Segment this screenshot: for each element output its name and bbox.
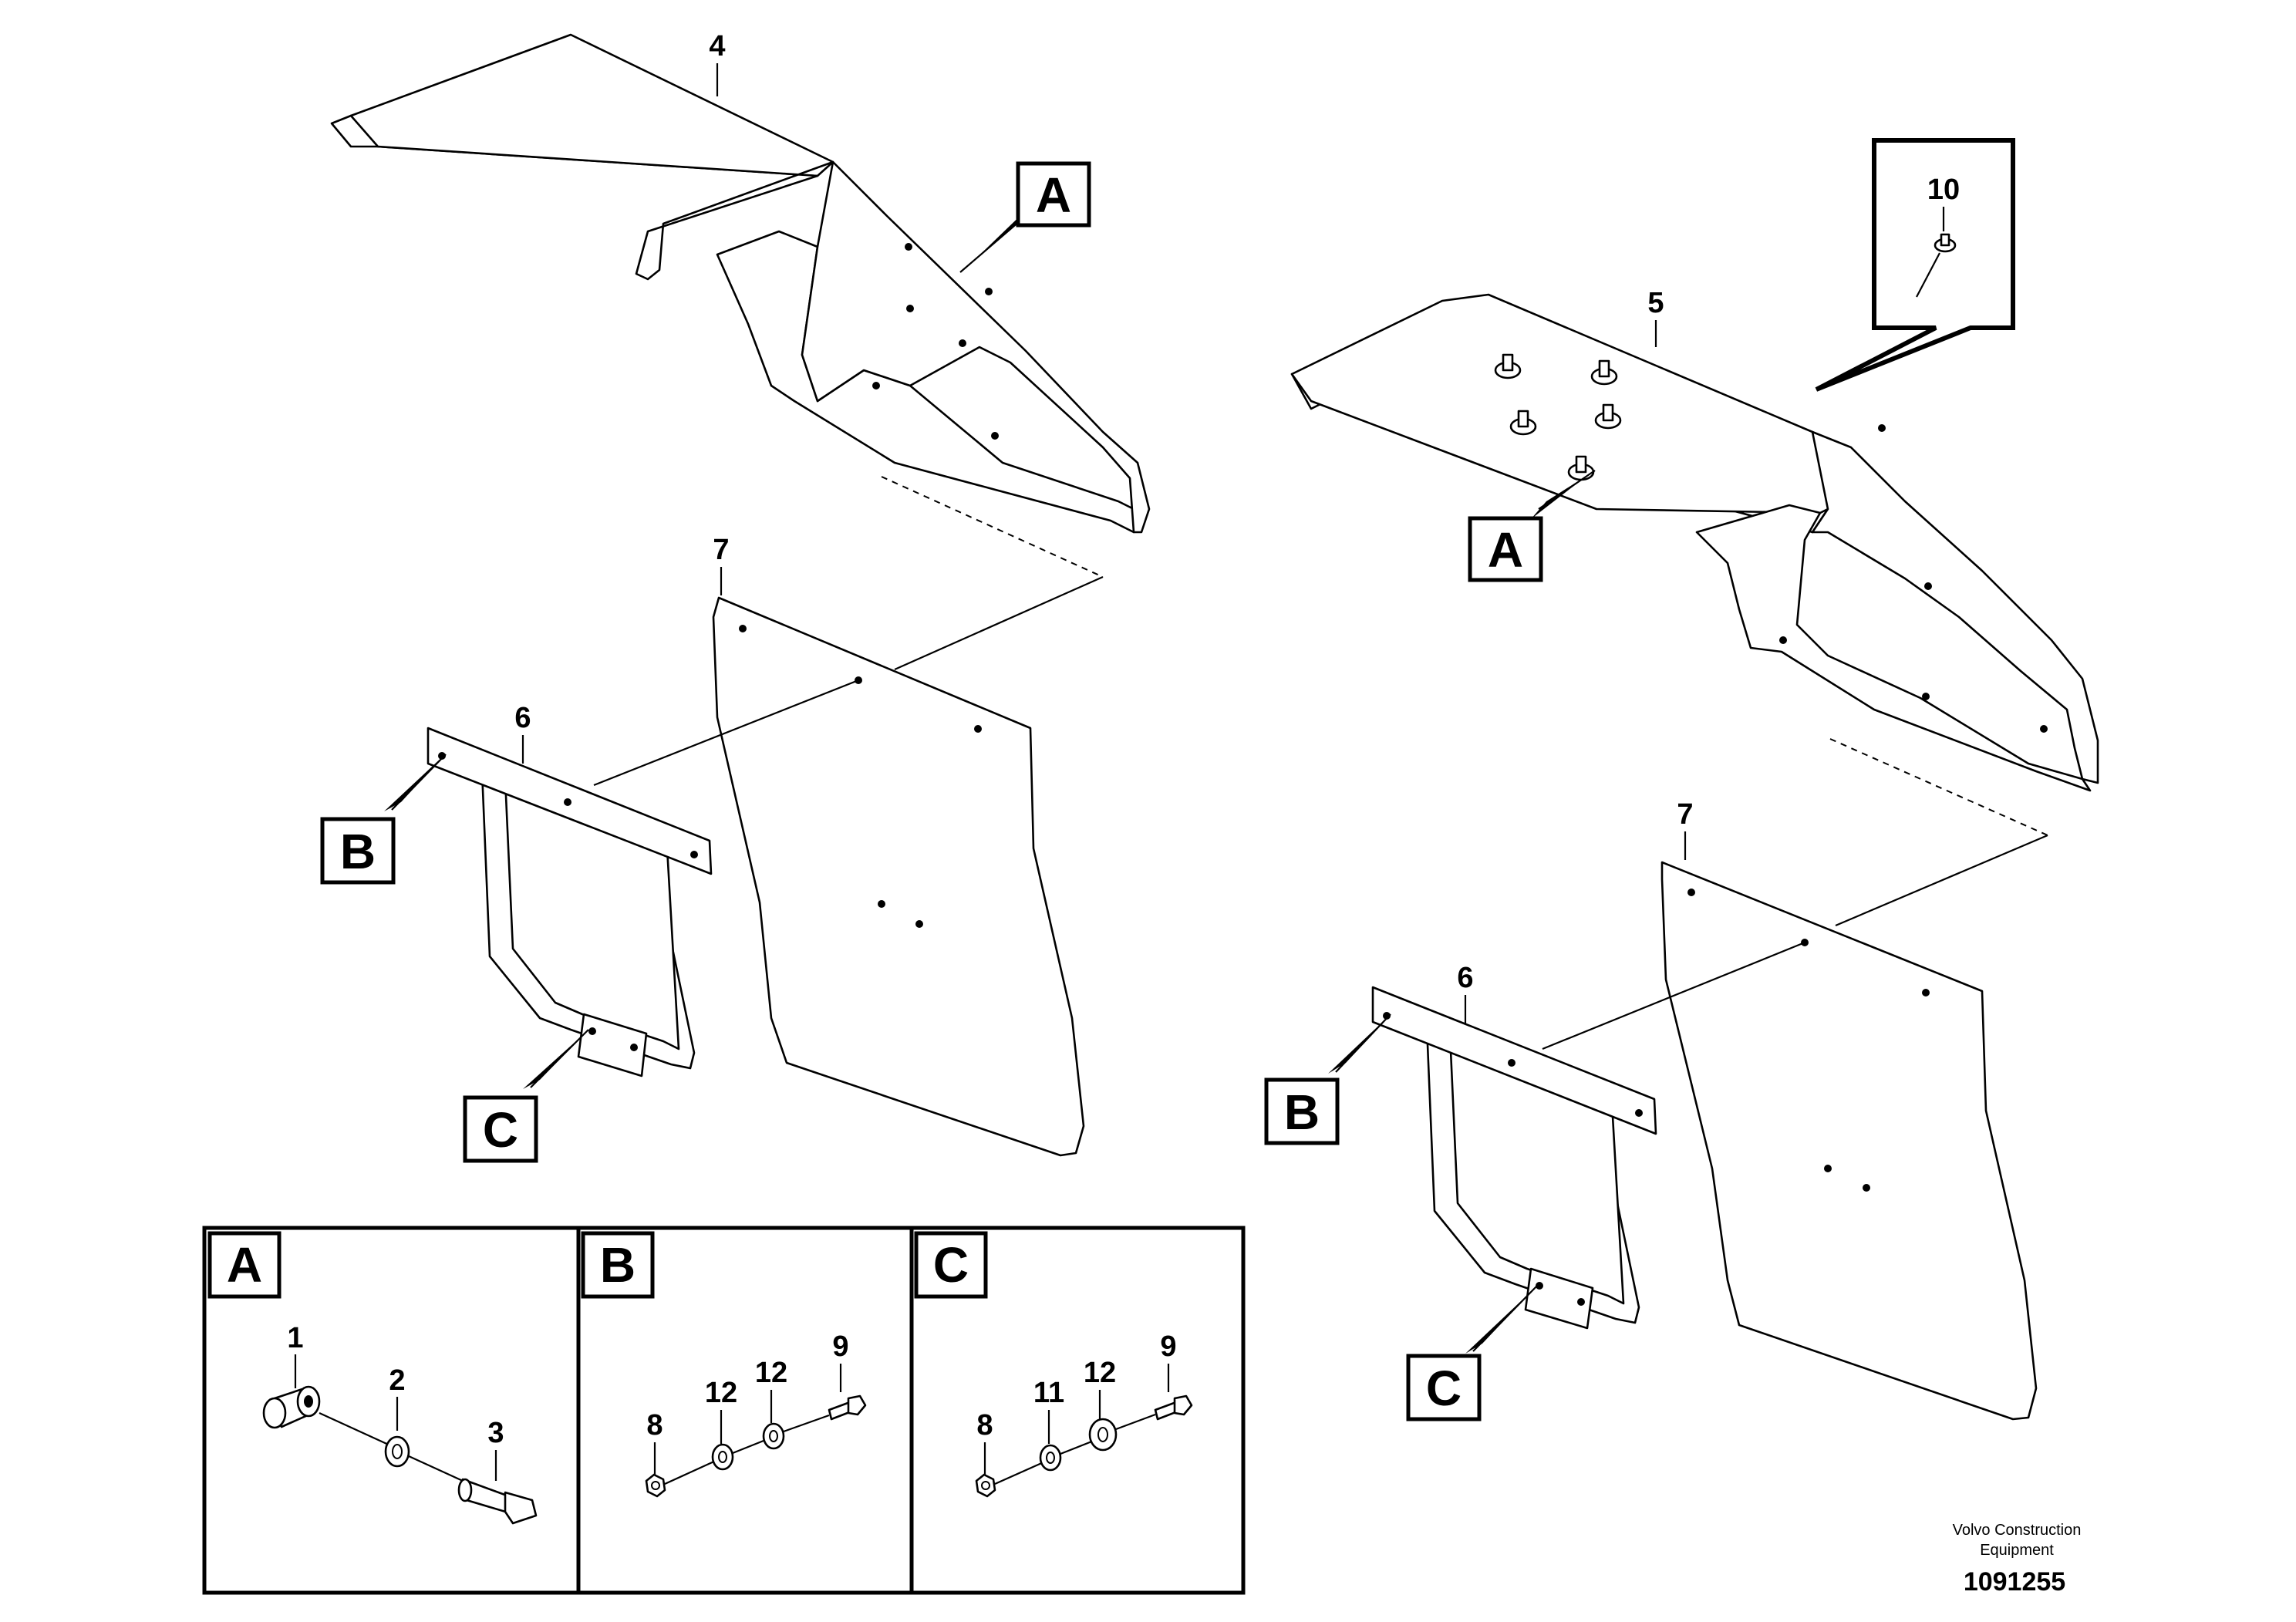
callout-12-b1: 12 — [705, 1377, 737, 1409]
company-line-2: Equipment — [1980, 1542, 2054, 1559]
screw-b-part — [828, 1394, 867, 1421]
panel-b-tag: B — [600, 1237, 636, 1293]
clip-leader — [1916, 252, 1940, 298]
fender-right-dashed-leader — [1829, 738, 2048, 836]
panel-b: B 8 12 12 9 — [581, 1231, 867, 1498]
tag-c-right-pointer — [1465, 1288, 1535, 1354]
tag-a-left-letter: A — [1036, 167, 1071, 223]
tag-b-right-pointer — [1328, 1017, 1388, 1074]
callout-8-b: 8 — [646, 1409, 663, 1442]
mudflap-right — [1660, 861, 2038, 1421]
panel-c-tag-box — [914, 1231, 988, 1299]
c-assembly-line-2 — [1060, 1439, 1094, 1455]
fender-right-clips — [1494, 353, 1622, 481]
callout-9-c: 9 — [1160, 1330, 1176, 1363]
tag-b-left-pointer — [384, 756, 443, 811]
tag-b-right-line — [1335, 1013, 1391, 1073]
a-assembly-line-1 — [319, 1411, 393, 1448]
mudflap-left — [712, 596, 1085, 1157]
bracket-left — [426, 727, 713, 1077]
nut-c-part — [975, 1473, 996, 1498]
roller-part — [262, 1385, 321, 1429]
detail-panels: A 1 2 3 — [202, 1226, 1246, 1595]
b-assembly-line-1 — [664, 1458, 718, 1485]
clip-part — [1934, 233, 1957, 253]
detail-callout-10: 10 — [1815, 138, 2015, 392]
tag-c-right: C — [1406, 1285, 1538, 1421]
washer-a-part — [384, 1435, 410, 1468]
c-assembly-line-1 — [994, 1460, 1046, 1485]
callout-1: 1 — [287, 1322, 303, 1354]
tag-a-right-letter: A — [1488, 522, 1523, 578]
tag-c-left-pointer — [523, 1032, 586, 1089]
tag-a-left: A — [959, 161, 1091, 273]
tag-b-right: B — [1264, 1013, 1391, 1145]
callout-6-left: 6 — [514, 702, 531, 734]
company-line-1: Volvo Construction — [1953, 1522, 2082, 1539]
callout-6-right: 6 — [1457, 962, 1473, 994]
tag-c-right-line — [1472, 1285, 1538, 1352]
tag-c-right-letter: C — [1426, 1361, 1462, 1416]
washer-c2-part — [1088, 1418, 1118, 1452]
callout-7-left: 7 — [713, 534, 729, 566]
panel-c: C 8 11 12 9 — [914, 1231, 1193, 1498]
tag-c-left-letter: C — [483, 1102, 518, 1158]
tag-b-right-box — [1264, 1077, 1340, 1145]
bracket-right-leader — [1542, 941, 1805, 1050]
callout-10: 10 — [1927, 174, 1960, 206]
panel-c-tag: C — [933, 1237, 969, 1293]
tag-a-left-box — [1016, 161, 1091, 228]
b-assembly-line-2 — [732, 1439, 764, 1455]
callout-3: 3 — [487, 1417, 504, 1449]
tag-c-left-line — [530, 1029, 589, 1088]
tag-c-left: C — [463, 1029, 589, 1163]
callout-7-right: 7 — [1677, 798, 1693, 831]
washer-b2-part — [762, 1422, 785, 1450]
washer-c1-part — [1039, 1444, 1062, 1472]
screw-a-part — [457, 1478, 538, 1525]
panel-b-tag-box — [581, 1231, 655, 1299]
screw-c-part — [1154, 1394, 1193, 1421]
document-number: 1091255 — [1964, 1567, 2065, 1597]
fender-right — [1290, 293, 2099, 792]
panel-a: A 1 2 3 — [207, 1231, 538, 1525]
tag-b-left-line — [391, 754, 447, 811]
callout-11-c: 11 — [1033, 1377, 1064, 1409]
tag-b-left: B — [320, 754, 447, 885]
bracket-left-leader — [593, 679, 859, 787]
callout-4: 4 — [709, 30, 725, 62]
mudflap-left-leader — [894, 575, 1104, 671]
callout-8-c: 8 — [976, 1409, 993, 1442]
a-assembly-line-2 — [408, 1455, 464, 1482]
tag-a-right: A — [1468, 470, 1596, 582]
mudflap-right-leader — [1835, 834, 2048, 927]
nut-b-part — [645, 1473, 666, 1498]
tag-a-right-box — [1468, 516, 1543, 582]
callout-12-b2: 12 — [755, 1357, 787, 1389]
detail-panels-frame — [202, 1226, 1246, 1595]
callout-9-b: 9 — [832, 1330, 848, 1363]
fender-left — [330, 33, 1151, 534]
footer: Volvo Construction Equipment 1091255 — [1953, 1522, 2082, 1597]
bracket-right — [1371, 986, 1657, 1330]
tag-b-left-box — [320, 817, 396, 885]
callout-2: 2 — [389, 1364, 405, 1397]
c-assembly-line-3 — [1115, 1413, 1156, 1431]
callout-5: 5 — [1647, 287, 1664, 319]
panel-a-tag: A — [227, 1237, 262, 1293]
tag-c-right-box — [1406, 1354, 1482, 1421]
tag-a-left-line — [959, 215, 1027, 273]
callout-12-c: 12 — [1084, 1357, 1116, 1389]
tag-b-left-letter: B — [340, 824, 376, 879]
tag-a-right-line — [1538, 470, 1596, 510]
b-assembly-line-3 — [783, 1414, 830, 1433]
fender-left-dashed-leader — [881, 476, 1104, 578]
panel-a-tag-box — [207, 1231, 282, 1299]
tag-c-left-box — [463, 1095, 538, 1163]
tag-b-right-letter: B — [1284, 1084, 1320, 1140]
washer-b1-part — [711, 1443, 734, 1471]
